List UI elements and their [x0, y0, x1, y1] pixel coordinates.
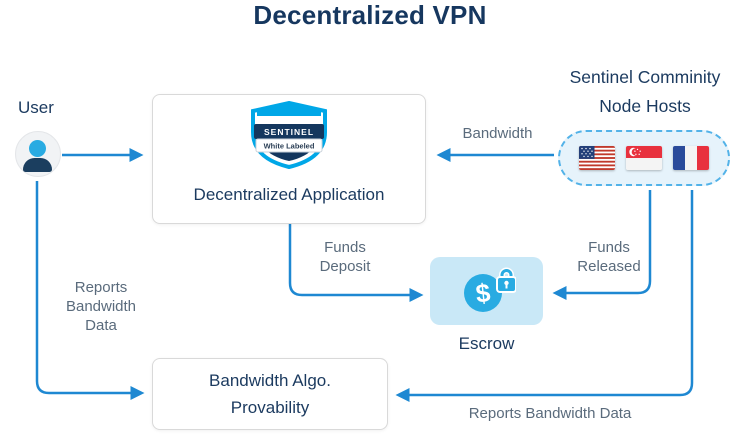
node-hosts-title-line1: Sentinel Comminity [569, 67, 721, 87]
reports-bandwidth-data-bottom-label: Reports Bandwidth Data [468, 405, 632, 422]
reports-bandwidth-data-left-label: Reports Bandwidth Data [59, 278, 143, 335]
escrow-label: Escrow [458, 334, 515, 353]
reports-left-line3: Data [85, 317, 117, 334]
provability-label-line2: Provability [230, 398, 310, 417]
funds-deposit-line1: Funds [324, 239, 366, 256]
provability-label-line1: Bandwidth Algo. [209, 371, 331, 390]
arrow-dapp-to-escrow [288, 224, 424, 302]
escrow-node: $ [430, 257, 543, 325]
funds-released-line2: Released [577, 258, 641, 275]
bandwidth-algo-provability-node: Bandwidth Algo. Provability [152, 358, 388, 430]
dollar-lock-icon: $ [463, 267, 516, 312]
funds-deposit-line2: Deposit [319, 258, 371, 275]
funds-released-edge-label: Funds Released [563, 238, 655, 276]
reports-left-line1: Reports [74, 279, 128, 296]
svg-text:$: $ [474, 277, 492, 308]
user-label: User [18, 98, 54, 117]
node-hosts-title: Sentinel Comminity Node Hosts [550, 63, 740, 121]
badge-subtitle-text: White Labeled [264, 142, 315, 151]
node-hosts-title-line2: Node Hosts [599, 96, 691, 116]
badge-title-text: SENTINEL [264, 127, 314, 137]
arrow-hosts-to-escrow [552, 190, 652, 300]
node-hosts-pill [558, 130, 730, 186]
user-icon-head [29, 140, 46, 157]
user-icon [15, 131, 61, 177]
flag-singapore-icon [626, 146, 662, 170]
user-icon-body [23, 158, 52, 172]
arrow-hosts-to-provability [395, 190, 694, 402]
funds-deposit-edge-label: Funds Deposit [300, 238, 390, 276]
bandwidth-edge-label: Bandwidth [462, 125, 533, 142]
decentralized-application-node: SENTINEL White Labeled Decentralized App… [152, 94, 426, 224]
arrow-user-to-provability [35, 181, 145, 400]
sentinel-shield-badge-icon: SENTINEL White Labeled [251, 101, 327, 169]
reports-left-line2: Bandwidth [65, 298, 137, 315]
page-title: Decentralized VPN [253, 0, 487, 30]
funds-released-line1: Funds [588, 239, 630, 256]
flag-united-states-icon [579, 146, 615, 170]
dapp-label: Decentralized Application [193, 185, 385, 204]
flag-france-icon [673, 146, 709, 170]
